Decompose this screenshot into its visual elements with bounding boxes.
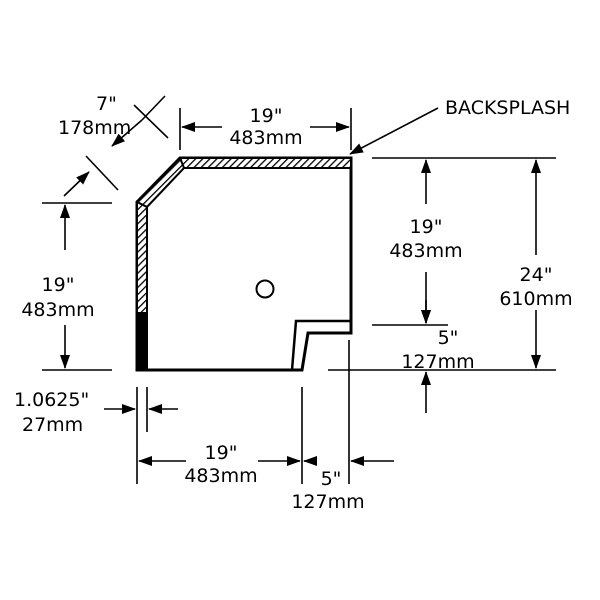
right-total-inches: 24" xyxy=(520,264,553,286)
chamfer-mm: 178mm xyxy=(58,117,131,139)
left-height-mm: 483mm xyxy=(21,299,94,321)
right-upper-mm: 483mm xyxy=(389,240,462,262)
backsplash-left-solid xyxy=(137,312,147,370)
dimension-labels: BACKSPLASH 7" 178mm 19" 483mm 19" 483mm … xyxy=(14,93,573,513)
bottom-width-inches: 19" xyxy=(205,442,238,464)
backsplash-callout-leader xyxy=(349,107,439,155)
base-notch-edge xyxy=(290,319,351,371)
drain-circle xyxy=(255,279,275,299)
chamfer-tick-upper xyxy=(133,104,169,139)
thickness-inches: 1.0625" xyxy=(14,389,89,411)
chamfer-tick-lower xyxy=(85,155,119,191)
backsplash-label: BACKSPLASH xyxy=(445,97,570,119)
right-lower-inches: 5" xyxy=(438,327,459,349)
bottom-notch-inches: 5" xyxy=(321,468,342,490)
right-lower-mm: 127mm xyxy=(401,351,474,373)
thickness-mm: 27mm xyxy=(22,414,83,436)
shower-base-outline xyxy=(135,156,353,372)
base-outer-edge xyxy=(135,156,353,372)
backsplash-top-band xyxy=(178,157,352,169)
right-total-mm: 610mm xyxy=(499,288,572,310)
bottom-width-mm: 483mm xyxy=(184,465,257,487)
chamfer-leader-lower xyxy=(63,171,90,197)
dimension-arrows xyxy=(60,95,541,466)
chamfer-inches: 7" xyxy=(96,93,117,115)
chamfer-leader-arrow xyxy=(111,119,143,147)
extension-lines xyxy=(42,108,556,484)
top-width-inches: 19" xyxy=(250,105,283,127)
top-width-mm: 483mm xyxy=(229,127,302,149)
backsplash-chamfer-band xyxy=(135,156,186,209)
right-upper-inches: 19" xyxy=(410,216,443,238)
bottom-notch-mm: 127mm xyxy=(291,491,364,513)
left-height-inches: 19" xyxy=(42,274,75,296)
